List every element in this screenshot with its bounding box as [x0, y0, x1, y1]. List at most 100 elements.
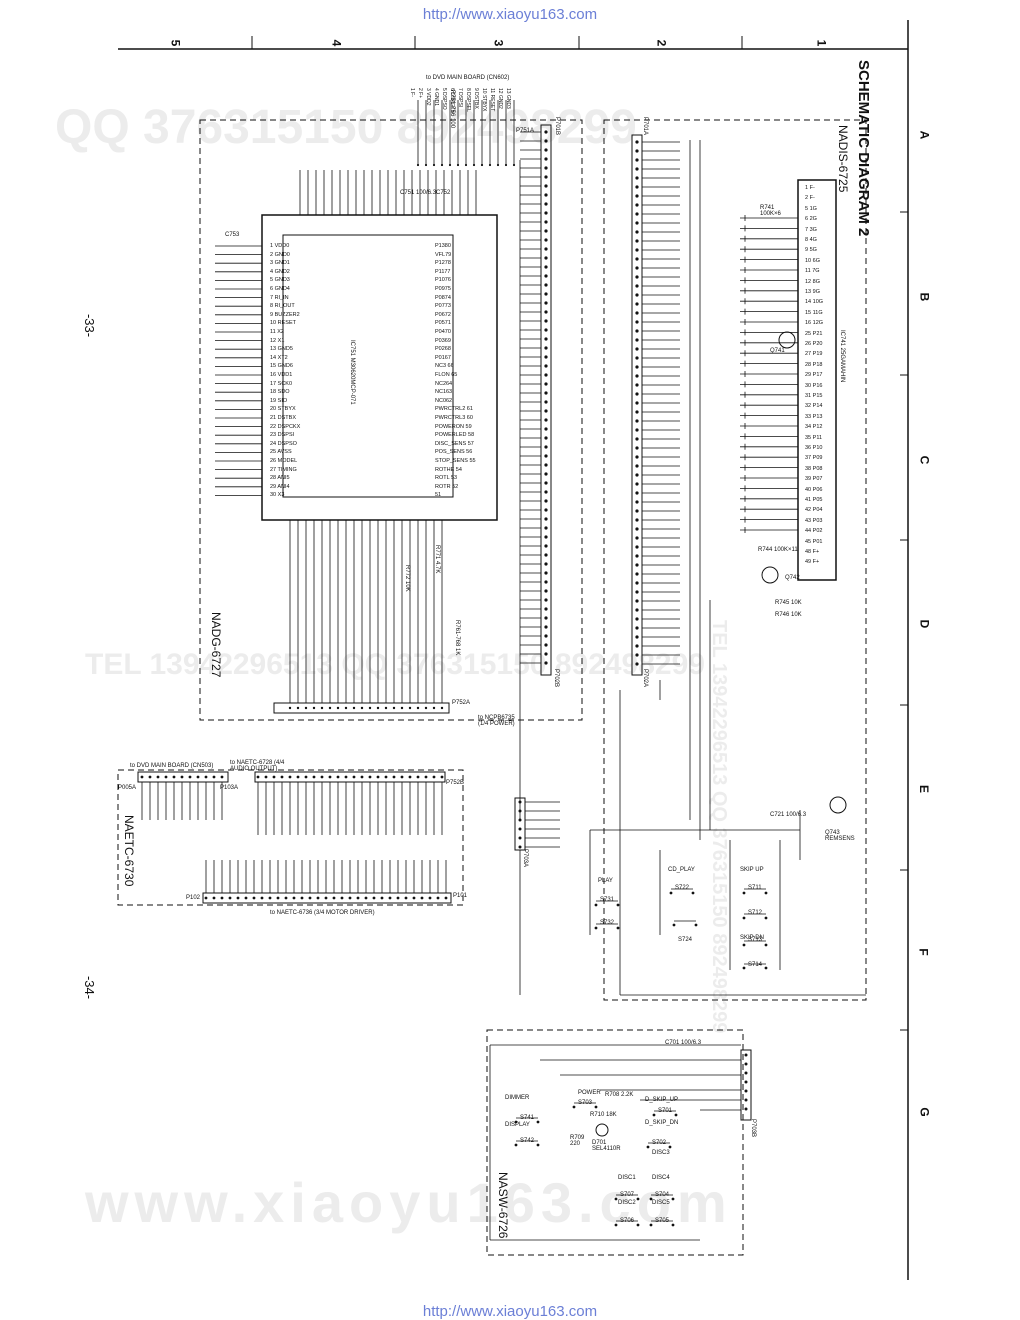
pin-dot [649, 1197, 653, 1201]
pin-label: NC264 [435, 380, 453, 387]
board-label-nasw: NASW-6726 [496, 1172, 510, 1239]
pin-dot [480, 163, 484, 167]
pin-dot [544, 193, 548, 197]
pin-label: VFL79 [435, 251, 452, 258]
pin-label: 15 11G [805, 309, 823, 316]
pin-dot [518, 818, 522, 822]
pin-dot [416, 163, 420, 167]
pin-dot [672, 923, 676, 927]
pin-label: 21 DSTBX [270, 415, 296, 421]
switch-s724[interactable]: S724 [678, 937, 693, 943]
pin-dot [440, 163, 444, 167]
footer-url[interactable]: http://www.xiaoyu163.com [422, 1303, 598, 1320]
pin-dot [312, 706, 316, 710]
pin-dot [416, 775, 420, 779]
pin-dot [544, 508, 548, 512]
pin-dot [336, 775, 340, 779]
pin-dot [544, 211, 548, 215]
pin-dot [635, 257, 639, 261]
header-url[interactable]: http://www.xiaoyu163.com [422, 6, 598, 23]
cn602-pin: 1 F- [409, 88, 415, 97]
pin-dot [635, 266, 639, 270]
pin-dot [544, 490, 548, 494]
pin-dot [544, 310, 548, 314]
pin-label: 28 P18 [805, 361, 823, 368]
pin-dot [635, 482, 639, 486]
pin-dot [512, 163, 516, 167]
pin-label: 7 RI_IN [270, 294, 289, 301]
label-to-dvd-cn503: to DVD MAIN BOARD (CN503) [130, 763, 214, 769]
label-p752a: P752A [452, 700, 471, 706]
switch-s713[interactable]: S713 [748, 937, 763, 943]
cn602-pin: 8 DSPSEL [465, 88, 471, 112]
part-r741: R741 100K×6 [760, 205, 781, 217]
pin-dot [635, 626, 639, 630]
pin-dot [352, 775, 356, 779]
component-circle [829, 796, 847, 814]
pin-dot [212, 896, 216, 900]
pin-dot [635, 599, 639, 603]
switch-s712[interactable]: S712 [748, 910, 763, 916]
label-p701a: P701A [642, 116, 649, 136]
pin-label: NC163 [435, 389, 453, 396]
diagram-title: SCHEMATIC DIAGRAM 2 [855, 60, 872, 237]
pin-label: 38 P08 [805, 465, 823, 472]
switch-s701[interactable]: S701 [658, 1108, 673, 1114]
switch-s711[interactable]: S711 [748, 885, 762, 891]
pin-dot [635, 176, 639, 180]
watermark-www: www.xiaoyu163.com [85, 1171, 733, 1234]
pin-dot [376, 775, 380, 779]
part-r772: R772 10K [404, 565, 410, 592]
pin-dot [674, 1113, 678, 1117]
switch-s732[interactable]: S732 [600, 920, 615, 926]
pin-dot [256, 775, 260, 779]
switch-s742[interactable]: S742 [520, 1138, 535, 1144]
pin-dot [544, 148, 548, 152]
switch-s741[interactable]: S741 [520, 1115, 535, 1121]
pin-label: 15 GND6 [270, 363, 293, 370]
pin-dot [544, 391, 548, 395]
pin-dot [635, 230, 639, 234]
pin-dot [244, 896, 248, 900]
pin-label: 2 F- [805, 195, 815, 202]
pin-dot [504, 163, 508, 167]
pin-label: 5 GND3 [270, 277, 290, 284]
switch-s707[interactable]: S707 [620, 1192, 635, 1198]
pin-dot [635, 410, 639, 414]
pin-dot [649, 1223, 653, 1227]
label-p101: P101 [453, 893, 468, 899]
pin-dot [212, 775, 216, 779]
pin-label: P0369 [435, 337, 451, 344]
switch-s722[interactable]: S722 [675, 885, 690, 891]
pin-dot [544, 463, 548, 467]
pin-dot [320, 775, 324, 779]
pin-label: 2 GND0 [270, 251, 290, 258]
pin-label: 1 F- [805, 185, 815, 191]
pin-dot [404, 896, 408, 900]
part-q741: Q741 [770, 348, 785, 354]
switch-s731[interactable]: S731 [600, 897, 615, 903]
pin-dot [635, 491, 639, 495]
switch-s705[interactable]: S705 [655, 1218, 670, 1224]
pin-label: 39 P07 [805, 476, 823, 483]
switch-s714[interactable]: S714 [748, 962, 763, 968]
pin-label: 30 P16 [805, 382, 823, 389]
switch-s706[interactable]: S706 [620, 1218, 635, 1224]
label-to-naetc-6736: to NAETC-6736 (3/4 MOTOR DRIVER) [270, 910, 375, 916]
pin-dot [544, 283, 548, 287]
pin-dot [448, 163, 452, 167]
pin-dot [764, 943, 768, 947]
pin-dot [594, 903, 598, 907]
switch-s702[interactable]: S702 [652, 1140, 667, 1146]
part-r745: R745 10K [775, 600, 802, 606]
pin-dot [544, 373, 548, 377]
pin-dot [544, 454, 548, 458]
pin-dot [514, 1120, 518, 1124]
pin-dot [360, 706, 364, 710]
pin-dot [544, 256, 548, 260]
pin-dot [635, 221, 639, 225]
pin-label: ROTL 53 [435, 475, 458, 482]
switch-s704[interactable]: S704 [655, 1192, 670, 1198]
switch-s703[interactable]: S703 [578, 1100, 593, 1106]
pin-dot [544, 589, 548, 593]
